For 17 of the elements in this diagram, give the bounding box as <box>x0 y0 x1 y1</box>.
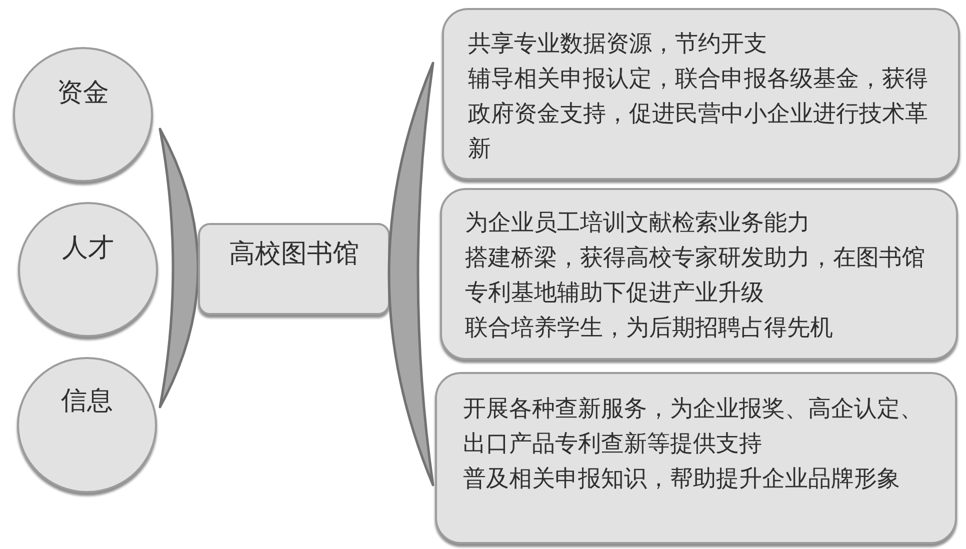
bracket <box>158 127 200 409</box>
text-panel <box>435 372 957 544</box>
text-panel <box>440 188 958 360</box>
process-box <box>198 223 390 315</box>
item-text: 共享专业数据资源，节约开支 <box>468 30 768 58</box>
node-label: 资金 <box>57 78 109 108</box>
item-text: 辅导相关申报认定，联合申报各级基金，获得政府资金支持，促进民营中小企业进行技术革新 <box>468 65 929 163</box>
item-text: 搭建桥梁，获得高校专家研发助力，在图书馆专利基地辅助下促进产业升级 <box>465 244 926 307</box>
bracket <box>387 61 435 487</box>
item-text: 普及相关申报知识，帮助提升企业品牌形象 <box>463 465 901 493</box>
node-label: 信息 <box>61 386 113 416</box>
text-panel <box>442 8 960 180</box>
item-text: 为企业员工培训文献检索业务能力 <box>465 209 811 237</box>
item-text: 联合培养学生，为后期招聘占得先机 <box>465 314 834 342</box>
node-label: 人才 <box>62 233 114 263</box>
item-text: 开展各种查新服务，为企业报奖、高企认定、出口产品专利查新等提供支持 <box>463 395 924 458</box>
node-label: 高校图书馆 <box>229 239 359 269</box>
